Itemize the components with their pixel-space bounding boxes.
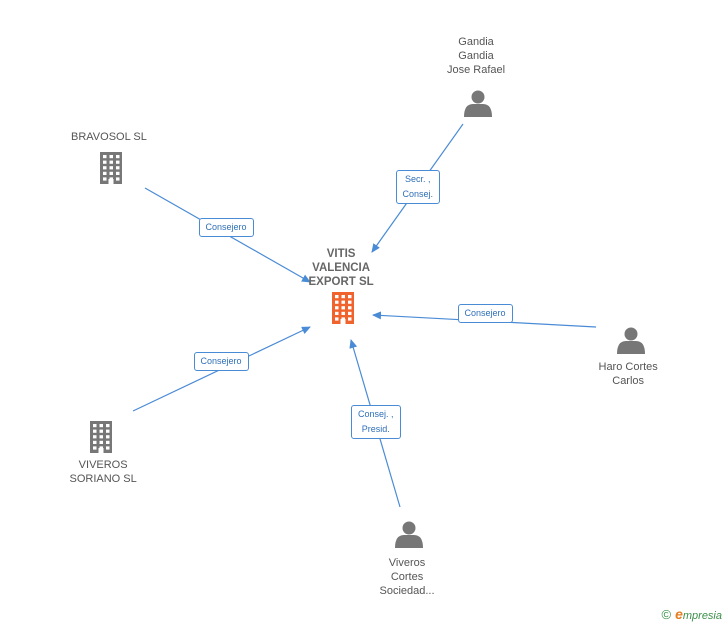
relation-tag-gandia-line: Secr. , <box>405 174 431 184</box>
node-label-gandia-line: Gandia <box>458 50 494 62</box>
copyright-icon: © <box>661 606 672 622</box>
gandia-person-icon <box>464 90 492 117</box>
relation-tag-haro-line: Consejero <box>464 307 506 318</box>
node-label-viveros-soriano-line: SORIANO SL <box>69 473 137 485</box>
center-company-label: VITIS VALENCIA EXPORT SL <box>309 247 374 289</box>
node-label-viveros-cortes-line: Cortes <box>390 571 424 583</box>
node-label-bravosol: BRAVOSOL SL <box>71 130 147 144</box>
node-label-gandia-line: Gandia <box>458 36 494 48</box>
relation-tag-viveros-soriano-line: Consejero <box>200 355 242 366</box>
bravosol-building-icon <box>100 152 122 184</box>
node-label-haro-line: Carlos <box>612 375 645 387</box>
relation-tag-bravosol[interactable]: Consejero <box>198 217 254 237</box>
center-company-label-line: VITIS <box>326 248 356 260</box>
node-label-gandia-line: Jose Rafael <box>447 64 506 76</box>
relation-tag-bravosol-line: Consejero <box>205 221 247 232</box>
relation-tag-haro[interactable]: Consejero <box>457 303 513 323</box>
relation-tag-viveros-soriano[interactable]: Consejero <box>193 351 249 371</box>
center-company-icon <box>332 292 354 324</box>
viveros-soriano-building-icon <box>90 421 112 453</box>
footer-brand: © empresia <box>661 606 722 622</box>
brand-logo: empresia <box>675 606 722 622</box>
node-label-bravosol-line: BRAVOSOL SL <box>71 131 147 143</box>
viveros-cortes-person-icon <box>395 521 423 548</box>
relation-tag-gandia-line: Consej. <box>402 189 434 199</box>
relation-tag-gandia[interactable]: Secr. , Consej. <box>395 170 441 204</box>
center-company-label-line: VALENCIA <box>312 262 371 274</box>
relation-tag-viveros-cortes[interactable]: Consej. , Presid. <box>351 405 401 439</box>
node-label-viveros-cortes-line: Sociedad... <box>379 585 435 597</box>
node-label-viveros-soriano-line: VIVEROS <box>78 459 128 471</box>
node-label-haro-line: Haro Cortes <box>598 361 658 373</box>
center-company-label-line: EXPORT SL <box>308 276 374 288</box>
node-label-viveros-soriano: VIVEROS SORIANO SL <box>70 458 137 486</box>
relation-tag-viveros-cortes-line: Consej. , <box>358 409 394 419</box>
relation-tag-viveros-cortes-line: Presid. <box>361 424 390 434</box>
node-label-viveros-cortes-line: Viveros <box>388 557 426 569</box>
haro-person-icon <box>617 327 645 354</box>
